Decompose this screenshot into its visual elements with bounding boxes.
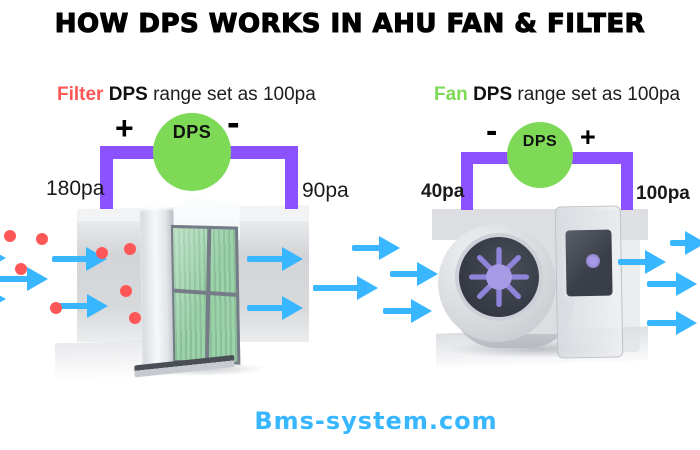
arrow-head-icon bbox=[645, 250, 666, 274]
arrow-head-icon bbox=[282, 247, 303, 271]
arrow-head-icon bbox=[0, 246, 6, 270]
airflow-arrow bbox=[647, 311, 697, 335]
filter-downstream-pressure: 90pa bbox=[302, 179, 349, 202]
airflow-arrow bbox=[0, 267, 48, 291]
arrow-line bbox=[352, 245, 383, 251]
filter-mesh bbox=[170, 224, 241, 365]
airflow-arrow bbox=[247, 247, 303, 271]
dust-particle bbox=[120, 285, 132, 297]
filter-tube-left-vertical bbox=[100, 146, 113, 209]
arrow-line bbox=[647, 281, 680, 287]
airflow-arrow bbox=[670, 231, 700, 255]
filter-plus-sign: + bbox=[115, 110, 134, 146]
fan-tube-right-horizontal bbox=[563, 152, 633, 164]
filter-tube-right-horizontal bbox=[219, 146, 298, 159]
fan-plus-sign: + bbox=[580, 122, 596, 152]
dust-particle bbox=[50, 302, 62, 314]
arrow-head-icon bbox=[685, 231, 700, 255]
arrow-line bbox=[670, 240, 689, 246]
arrow-head-icon bbox=[676, 272, 697, 296]
arrow-head-icon bbox=[417, 262, 438, 286]
fan-label-highlight: Fan bbox=[434, 84, 468, 105]
airflow-arrow bbox=[383, 299, 432, 323]
fan-dps-text: DPS bbox=[522, 133, 558, 150]
arrow-head-icon bbox=[27, 267, 48, 291]
arrow-line bbox=[247, 256, 286, 262]
filter-section-label: Filter DPS range set as 100pa bbox=[57, 84, 316, 106]
filter-label-dps: DPS bbox=[108, 84, 148, 105]
airflow-arrow bbox=[53, 294, 108, 318]
page-title: HOW DPS WORKS IN AHU FAN & FILTER bbox=[54, 8, 646, 39]
fan-downstream-pressure: 100pa bbox=[636, 183, 690, 204]
filter-dps-sensor: DPS bbox=[153, 113, 231, 191]
fan-impeller-icon bbox=[468, 246, 530, 308]
arrow-line bbox=[390, 271, 421, 277]
dust-particle bbox=[124, 243, 136, 255]
filter-minus-sign: - bbox=[227, 102, 240, 144]
arrow-head-icon bbox=[379, 236, 400, 260]
arrow-head-icon bbox=[87, 294, 108, 318]
fan-motor-hub bbox=[586, 254, 600, 268]
airflow-arrow bbox=[247, 296, 303, 320]
fan-tube-left-horizontal bbox=[461, 152, 516, 164]
arrow-line bbox=[247, 305, 286, 311]
fan-tube-right-vertical bbox=[621, 152, 633, 210]
dust-particle bbox=[15, 263, 27, 275]
arrow-head-icon bbox=[282, 296, 303, 320]
fan-label-rest: range set as 100pa bbox=[517, 84, 681, 105]
airflow-arrow bbox=[0, 246, 6, 270]
filter-dps-text: DPS bbox=[172, 122, 212, 142]
airflow-arrow bbox=[352, 236, 400, 260]
airflow-arrow bbox=[618, 250, 666, 274]
filter-tube-right-vertical bbox=[285, 146, 298, 209]
fan-section-label: Fan DPS range set as 100pa bbox=[434, 84, 680, 106]
fan-label-dps: DPS bbox=[473, 84, 513, 105]
arrow-line bbox=[618, 259, 649, 265]
dust-particle bbox=[4, 230, 16, 242]
airflow-arrow bbox=[0, 287, 6, 311]
fan-dps-sensor: DPS bbox=[507, 122, 573, 188]
dust-particle bbox=[129, 312, 141, 324]
filter-label-highlight: Filter bbox=[57, 84, 104, 105]
fan-tube-left-vertical bbox=[461, 152, 473, 210]
arrow-head-icon bbox=[0, 287, 6, 311]
filter-label-rest: range set as 100pa bbox=[153, 84, 316, 105]
arrow-line bbox=[647, 320, 680, 326]
airflow-arrow bbox=[313, 276, 378, 300]
airflow-arrow bbox=[390, 262, 438, 286]
arrow-line bbox=[53, 303, 91, 309]
filter-tube-left-horizontal bbox=[100, 146, 166, 159]
fan-plate-side bbox=[620, 212, 640, 352]
air-filter bbox=[134, 196, 246, 378]
dust-particle bbox=[96, 247, 108, 259]
arrow-line bbox=[52, 256, 90, 262]
fan-upstream-pressure: 40pa bbox=[421, 181, 465, 202]
arrow-head-icon bbox=[676, 311, 697, 335]
dust-particle bbox=[36, 233, 48, 245]
arrow-head-icon bbox=[411, 299, 432, 323]
filter-upstream-pressure: 180pa bbox=[46, 177, 105, 200]
fan-minus-sign: - bbox=[486, 112, 498, 150]
airflow-arrow bbox=[647, 272, 697, 296]
arrow-line bbox=[313, 285, 361, 291]
filter-mesh-divider-horizontal bbox=[174, 288, 237, 297]
arrow-line bbox=[383, 308, 415, 314]
arrow-head-icon bbox=[357, 276, 378, 300]
arrow-line bbox=[0, 276, 31, 282]
website-text: Bms-system.com bbox=[254, 407, 498, 435]
